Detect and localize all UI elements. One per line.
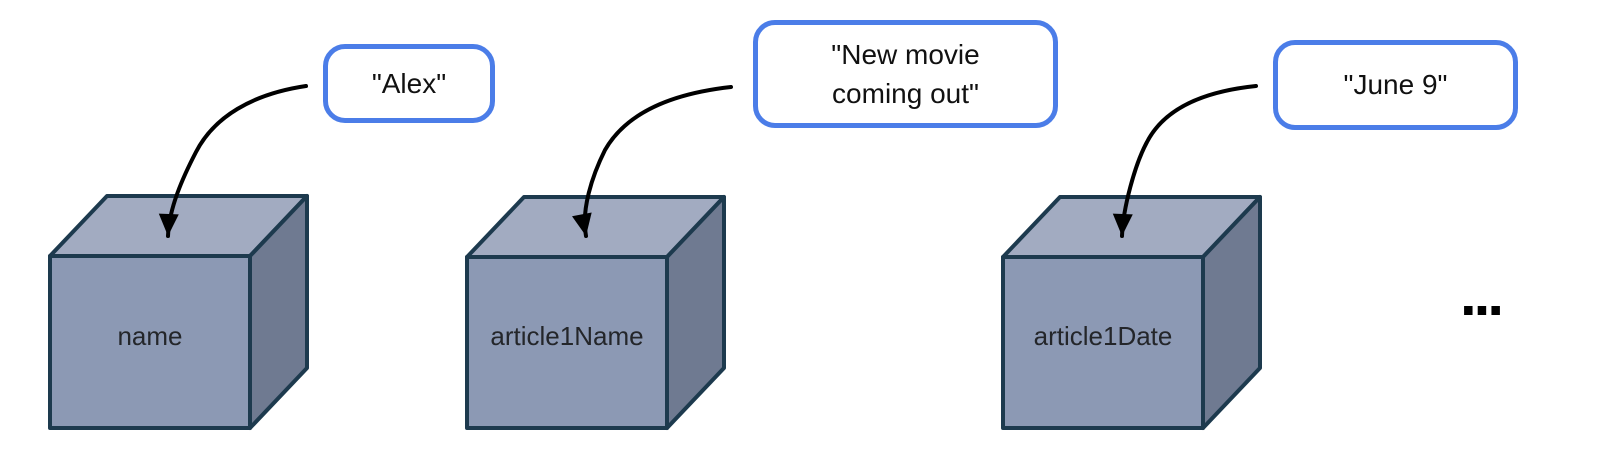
cube-front-face bbox=[1001, 255, 1205, 430]
cube-article1name bbox=[465, 195, 726, 430]
value-text: "Alex" bbox=[371, 67, 447, 99]
cube-name bbox=[48, 194, 309, 430]
cube-article1date bbox=[1001, 195, 1262, 430]
value-bubble-article1date: "June 9" bbox=[1273, 40, 1518, 130]
value-text: "June 9" bbox=[1343, 69, 1448, 101]
arrow-value-to-name bbox=[158, 84, 308, 238]
ellipsis-dots: ... bbox=[1460, 261, 1501, 328]
value-text: "New movie coming out" bbox=[831, 38, 980, 109]
value-bubble-name: "Alex" bbox=[323, 44, 495, 123]
cube-front-face bbox=[465, 255, 669, 430]
value-bubble-article1name: "New movie coming out" bbox=[753, 20, 1058, 128]
arrow-value-to-article1name bbox=[572, 85, 733, 238]
cube-front-face bbox=[48, 254, 252, 430]
arrow-value-to-article1date bbox=[1112, 84, 1258, 238]
